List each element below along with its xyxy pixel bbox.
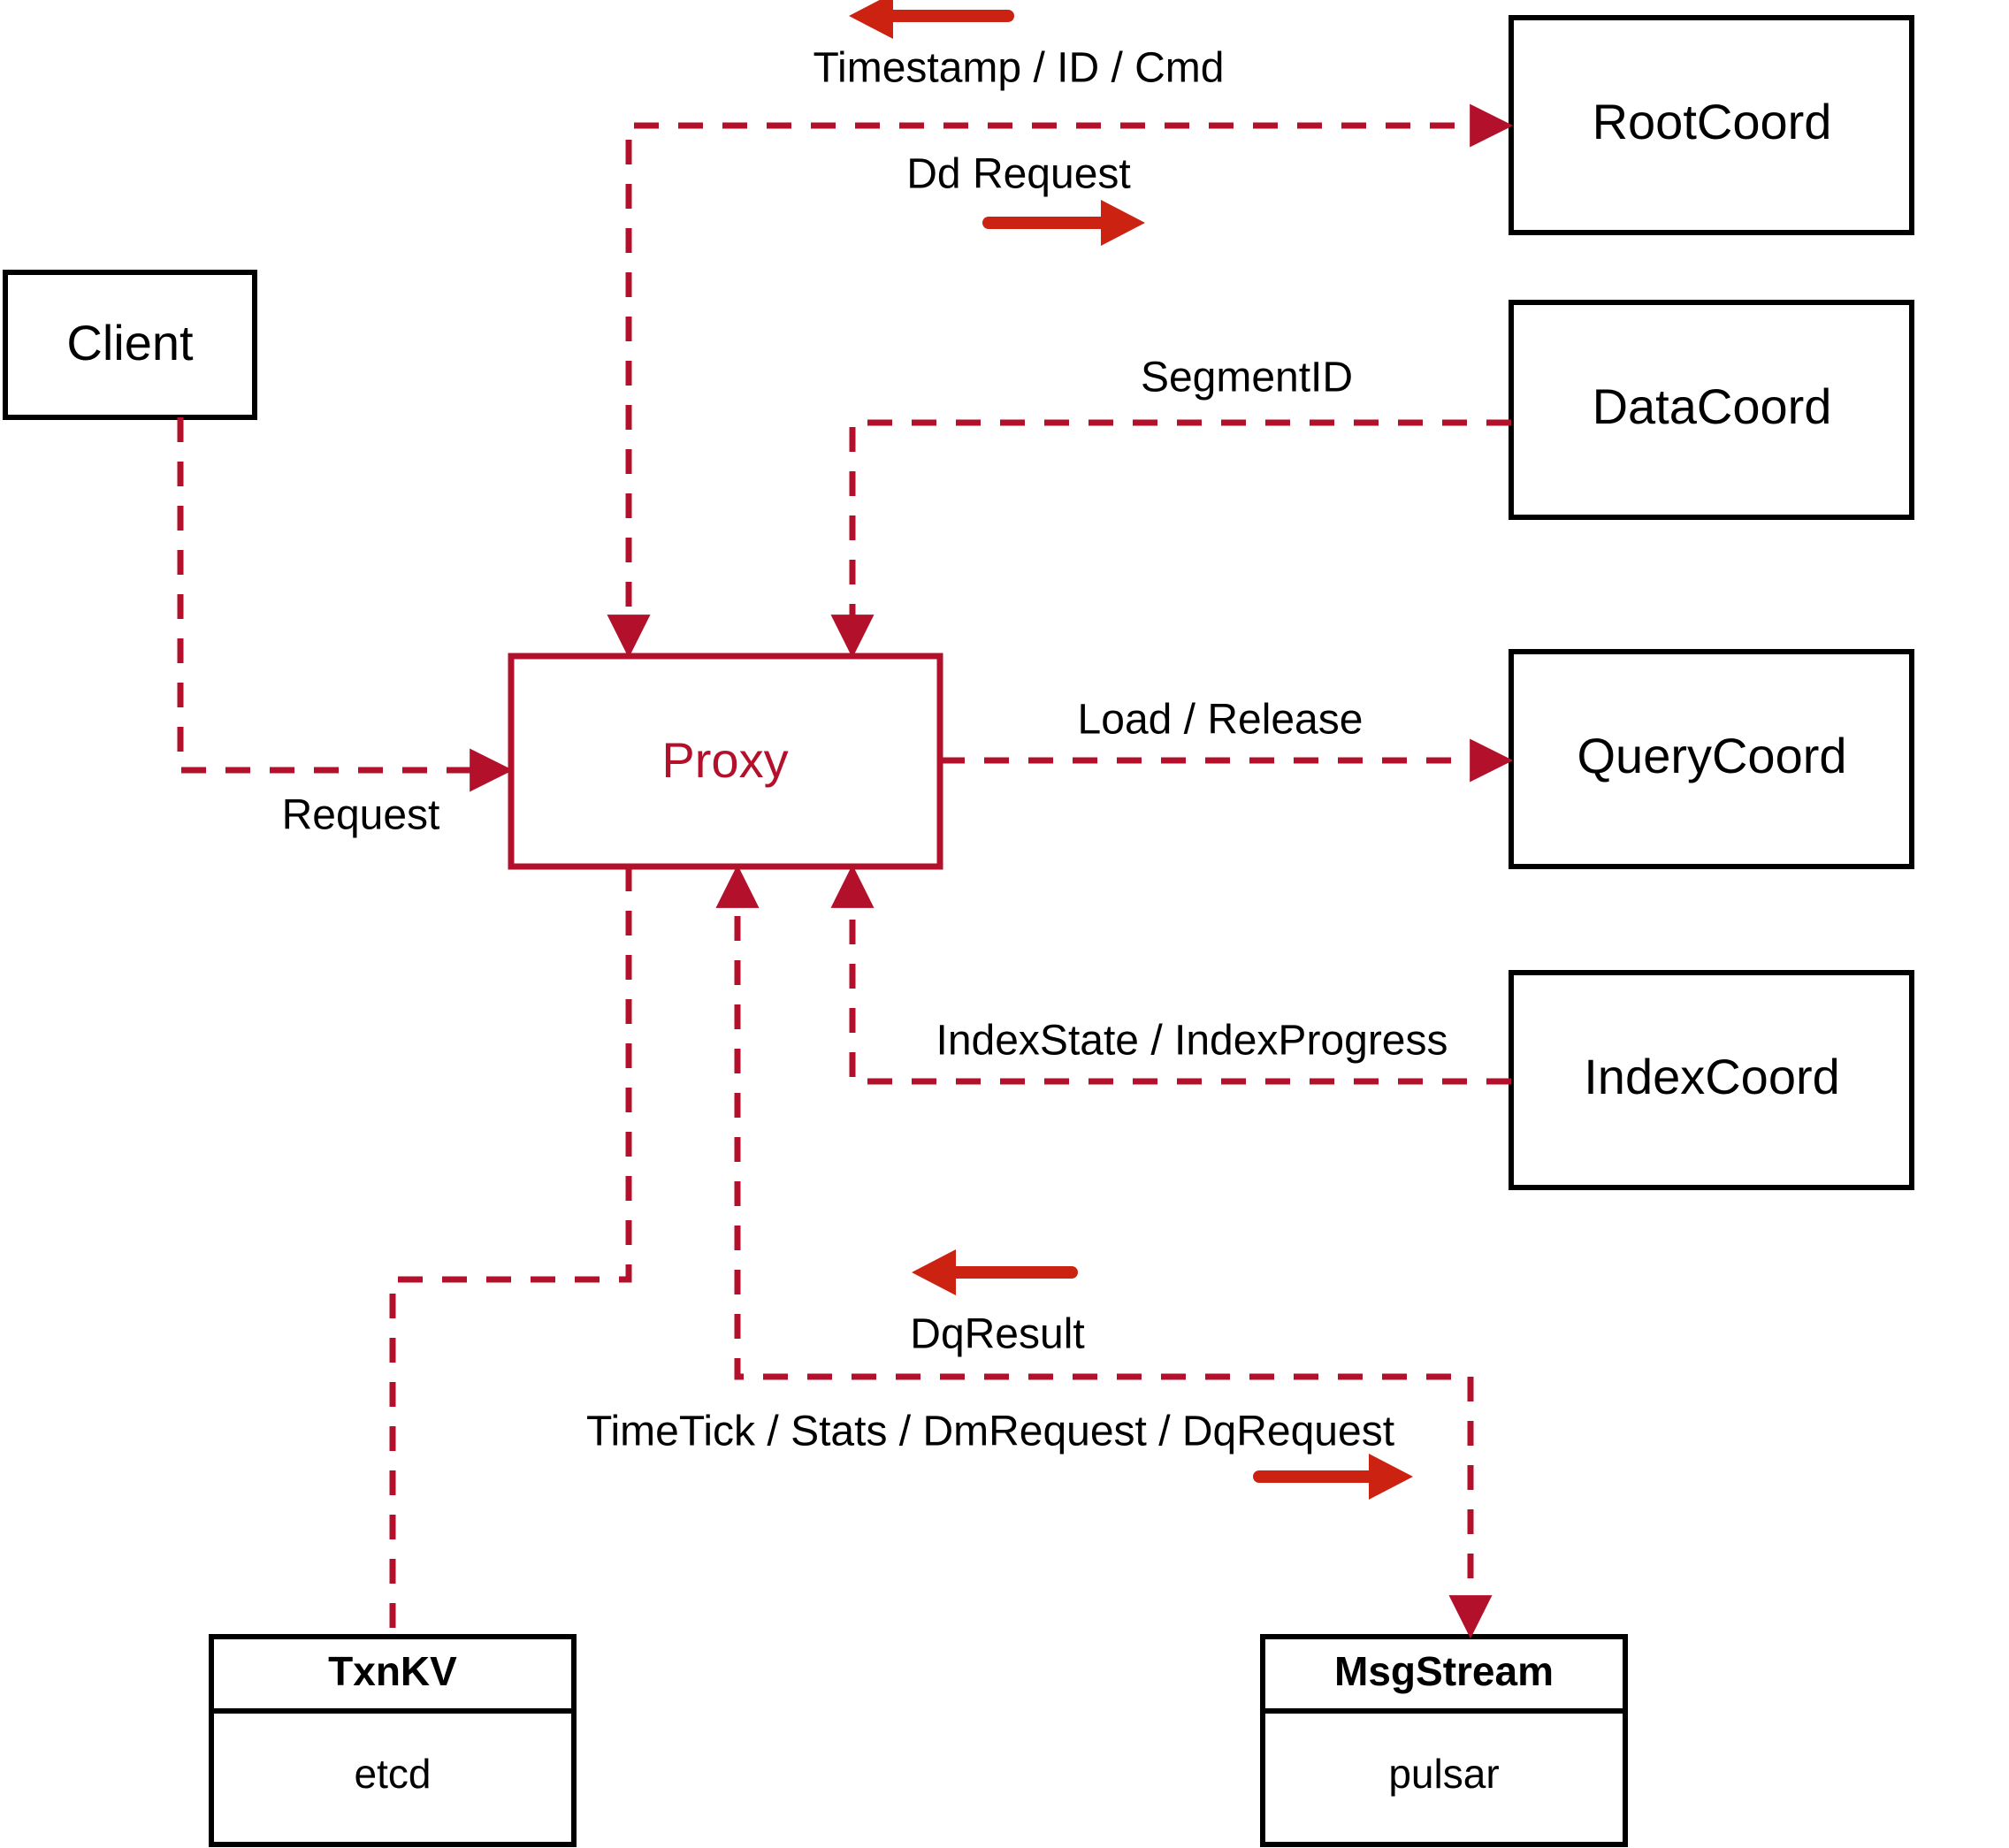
node-proxy[interactable]: Proxy	[508, 653, 943, 870]
node-rootcoord[interactable]: RootCoord	[1509, 15, 1914, 235]
node-rootcoord-box	[1509, 15, 1914, 235]
node-msgstream-box	[1260, 1634, 1628, 1847]
node-datacoord-label: DataCoord	[1593, 378, 1832, 434]
node-datacoord[interactable]: DataCoord	[1509, 300, 1914, 520]
node-msgstream-label: MsgStream	[1334, 1648, 1554, 1694]
node-proxy-label: Proxy	[661, 732, 788, 788]
node-datacoord-box	[1509, 300, 1914, 520]
edge-label-timetick-stats: TimeTick / Stats / DmRequest / DqRequest	[586, 1409, 1394, 1455]
edge-label-request: Request	[282, 792, 440, 839]
node-txnkv-label: TxnKV	[328, 1648, 457, 1694]
node-querycoord-box	[1509, 649, 1914, 869]
direction-arrow-dqresult-left	[912, 1249, 1078, 1295]
node-querycoord-label: QueryCoord	[1577, 728, 1846, 783]
edge-proxy-rootcoord	[607, 103, 1514, 659]
node-txnkv-box	[209, 1634, 577, 1847]
edge-label-load-release: Load / Release	[1078, 697, 1364, 744]
edge-proxy-msgstream	[715, 864, 1493, 1639]
edge-label-timestamp-id-cmd: Timestamp / ID / Cmd	[814, 45, 1225, 92]
node-rootcoord-label: RootCoord	[1593, 94, 1832, 149]
node-txnkv-impl-label: etcd	[355, 1751, 432, 1797]
edge-datacoord-proxy	[830, 419, 1511, 659]
edge-label-dq-result: DqResult	[910, 1311, 1084, 1358]
node-msgstream[interactable]: MsgStream pulsar	[1260, 1634, 1628, 1847]
edge-proxy-txnkv	[389, 867, 632, 1637]
edge-label-segment-id: SegmentID	[1141, 355, 1353, 401]
node-proxy-box	[508, 653, 943, 870]
edge-client-proxy	[177, 417, 514, 792]
node-client[interactable]: Client	[3, 270, 257, 420]
direction-arrow-timestamp-left	[849, 0, 1014, 39]
direction-arrow-dqrequest-right	[1253, 1454, 1413, 1500]
direction-arrow-dd-request-right	[982, 200, 1145, 246]
node-txnkv[interactable]: TxnKV etcd	[209, 1634, 577, 1847]
node-client-label: Client	[66, 315, 194, 370]
node-indexcoord[interactable]: IndexCoord	[1509, 970, 1914, 1190]
node-client-box	[3, 270, 257, 420]
node-msgstream-impl-label: pulsar	[1388, 1751, 1499, 1797]
node-querycoord[interactable]: QueryCoord	[1509, 649, 1914, 869]
edge-label-dd-request: Dd Request	[906, 151, 1130, 198]
node-indexcoord-label: IndexCoord	[1584, 1049, 1840, 1104]
edge-label-index-state-progress: IndexState / IndexProgress	[936, 1018, 1448, 1065]
